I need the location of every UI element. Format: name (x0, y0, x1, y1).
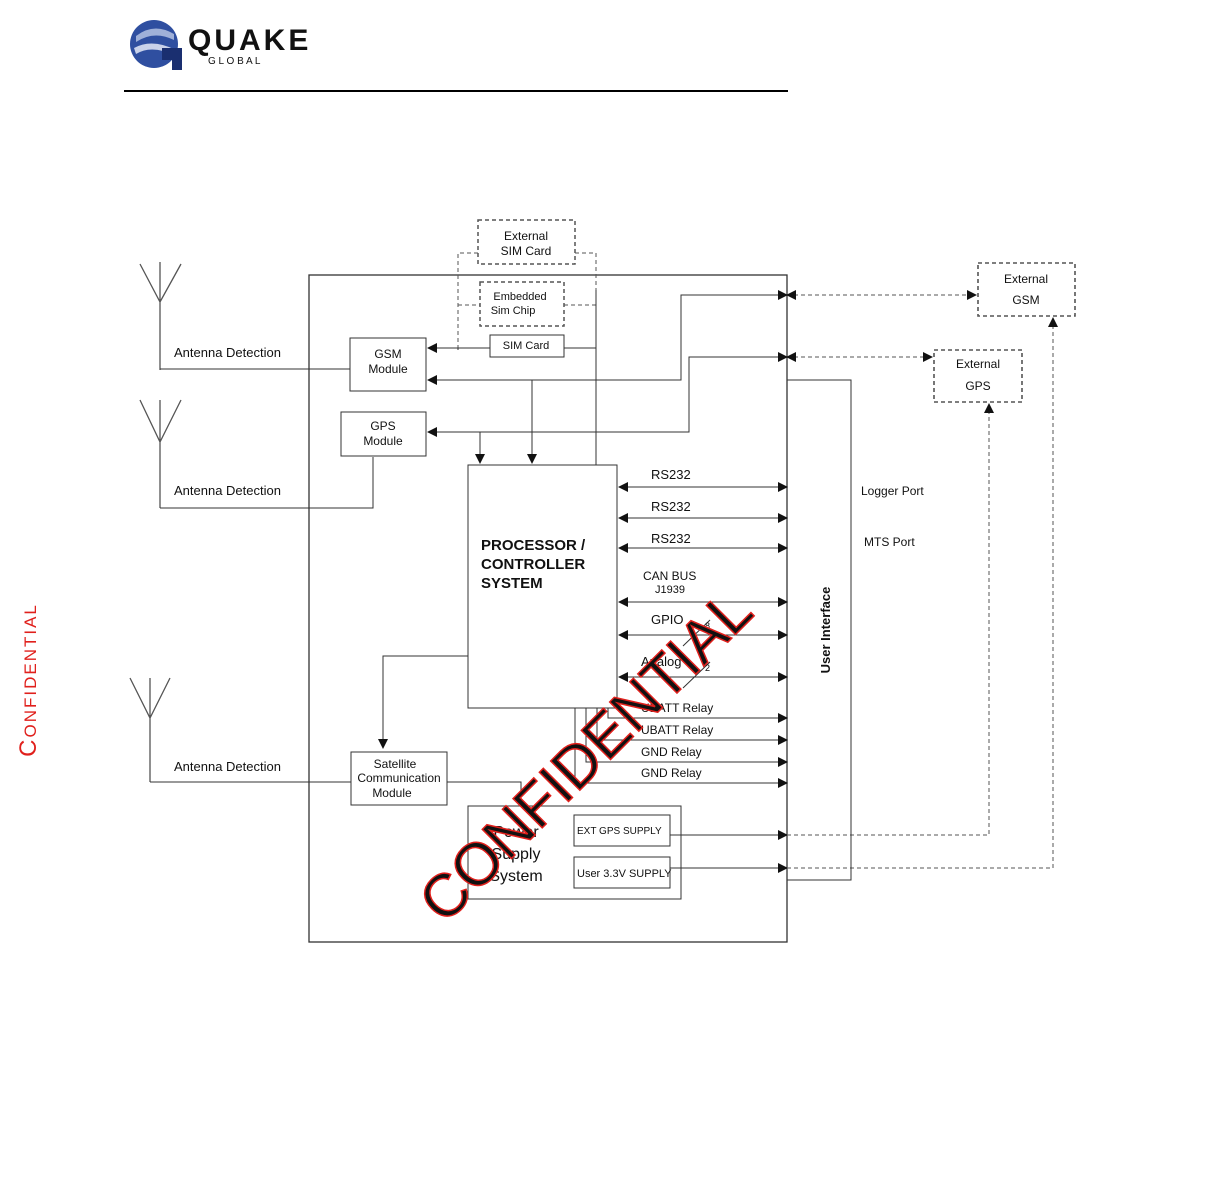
processor-label-3: SYSTEM (481, 575, 543, 592)
relay-label: GND Relay (641, 745, 702, 759)
external-gps-box (933, 349, 1023, 403)
antenna-detection-label: Antenna Detection (174, 759, 281, 774)
gps-module-label-1: GPS (370, 419, 395, 433)
satellite-label-2: Communication (357, 771, 440, 785)
external-gsm-label-1: External (1004, 272, 1048, 286)
antenna-detection-label: Antenna Detection (174, 345, 281, 360)
rs232-label: RS232 (651, 499, 691, 514)
analog-label: Analog (641, 654, 681, 669)
globe-icon (130, 20, 182, 70)
embedded-sim-label-1: Embedded (493, 291, 546, 303)
satellite-label-3: Module (372, 786, 412, 800)
gps-module-label-2: Module (363, 434, 403, 448)
user-supply-box (573, 856, 671, 889)
processor-label-1: PROCESSOR / (481, 537, 586, 554)
antenna-icon (139, 262, 182, 370)
analog-count: 2 (705, 663, 710, 673)
power-label-1: Power (493, 824, 539, 841)
logger-port-label: Logger Port (861, 484, 924, 498)
antenna-icon (129, 677, 171, 782)
external-gps-label-1: External (956, 357, 1000, 371)
satellite-module-box (350, 751, 448, 806)
external-sim-label-1: External (504, 229, 548, 243)
embedded-sim-chip-box (479, 281, 565, 327)
antenna-icon (139, 399, 182, 508)
mts-port-label: MTS Port (864, 535, 915, 549)
external-gsm-box (977, 262, 1076, 317)
quake-global-logo: QUAKE G L O B A L (130, 20, 311, 70)
relay-label: GND Relay (641, 766, 702, 780)
gsm-module-box (349, 337, 427, 392)
device-enclosure (308, 274, 788, 943)
ext-gps-supply-label: EXT GPS SUPPLY (577, 826, 662, 837)
ext-gps-supply-box (573, 814, 671, 847)
external-gsm-label-2: GSM (1012, 293, 1039, 307)
antenna-detection-label: Antenna Detection (174, 483, 281, 498)
sim-card-label: SIM Card (503, 340, 549, 352)
gsm-module-label-2: Module (368, 362, 408, 376)
power-label-2: Supply (492, 846, 541, 863)
relay-label: UBATT Relay (641, 723, 713, 737)
gsm-module-label-1: GSM (374, 347, 401, 361)
relay-label: UBATT Relay (641, 701, 713, 715)
processor-box (467, 464, 618, 709)
rs232-label: RS232 (651, 467, 691, 482)
gpio-label: GPIO (651, 612, 684, 627)
external-sim-label-2: SIM Card (501, 244, 552, 258)
can-bus-label: CAN BUS (643, 569, 696, 583)
logo-wordmark: QUAKE (188, 24, 311, 57)
gps-module-box (340, 411, 427, 457)
embedded-sim-label-2: Sim Chip (491, 305, 536, 317)
power-label-3: System (489, 868, 542, 885)
gpio-count: 8 (705, 621, 710, 631)
j1939-label: J1939 (655, 584, 685, 596)
user-supply-label: User 3.3V SUPPLY (577, 868, 672, 880)
external-gps-label-2: GPS (965, 379, 990, 393)
user-interface-label: User Interface (818, 587, 833, 674)
header-rule (124, 90, 788, 92)
rs232-label: RS232 (651, 531, 691, 546)
external-sim-card-box (477, 219, 576, 265)
logo-subtitle: G L O B A L (208, 56, 261, 67)
satellite-label-1: Satellite (374, 757, 417, 771)
processor-label-2: CONTROLLER (481, 556, 585, 573)
